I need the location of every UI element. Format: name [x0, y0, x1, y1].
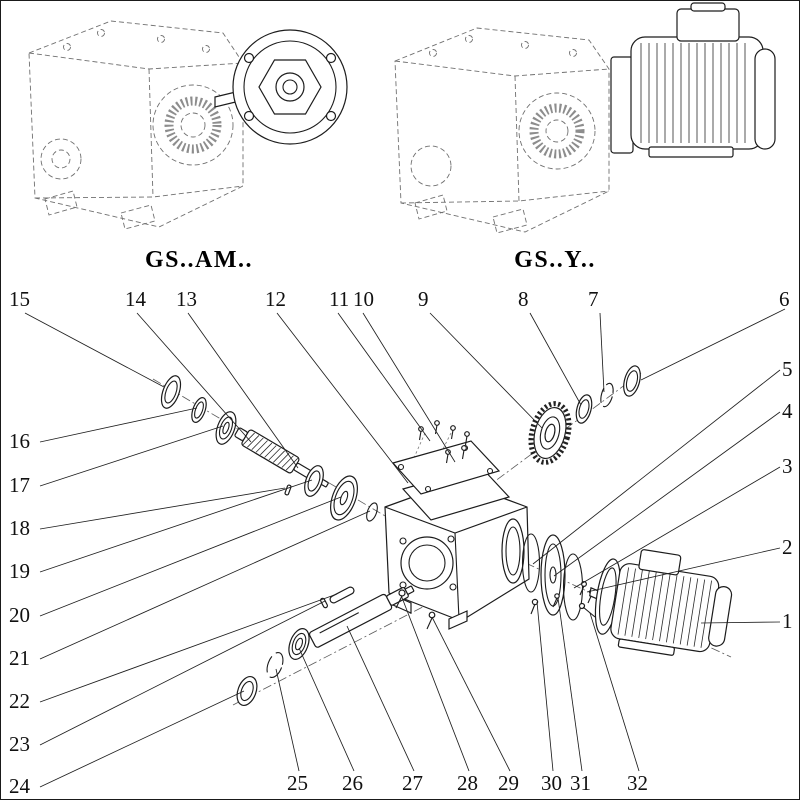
- callout-25: 25: [287, 771, 308, 795]
- gear-stack-parts: [528, 365, 641, 465]
- callout-14: 14: [125, 287, 146, 311]
- bearing: [304, 465, 324, 497]
- callout-26: 26: [342, 771, 363, 795]
- motor-exploded: [589, 549, 733, 656]
- terminal-box: [676, 8, 740, 42]
- callout-16: 16: [9, 429, 30, 453]
- callout-20: 20: [9, 603, 30, 627]
- small-ring: [366, 502, 378, 522]
- callout-6: 6: [779, 287, 790, 311]
- gearbox-sketch-am: [28, 20, 348, 230]
- callout-28: 28: [457, 771, 478, 795]
- callout-11: 11: [329, 287, 350, 311]
- callout-24: 24: [9, 774, 30, 798]
- callout-3: 3: [782, 454, 793, 478]
- terminal-box: [638, 549, 682, 576]
- bearing: [288, 628, 310, 660]
- callout-15: 15: [9, 287, 30, 311]
- output-flange: [232, 29, 348, 145]
- spacer-ring: [575, 394, 593, 424]
- top-cover-parts: [391, 420, 511, 521]
- callout-4: 4: [782, 399, 793, 423]
- callout-2: 2: [782, 535, 793, 559]
- input-shaft-parts: [160, 375, 378, 522]
- output-cover-parts: [521, 533, 596, 621]
- callout-30: 30: [541, 771, 562, 795]
- oil-seal: [160, 375, 182, 409]
- housing: [384, 480, 530, 630]
- callout-9: 9: [418, 287, 429, 311]
- pin: [284, 484, 292, 496]
- motor-rear-cap: [708, 586, 733, 647]
- callout-1: 1: [782, 609, 793, 633]
- leader-lines: [24, 308, 786, 788]
- housing-foot: [448, 610, 468, 630]
- output-shaft-parts: [236, 585, 436, 707]
- callout-21: 21: [9, 646, 30, 670]
- caption-left-variant: GS..AM..: [145, 247, 253, 273]
- callout-23: 23: [9, 732, 30, 756]
- helical-gear: [528, 401, 572, 465]
- callout-5: 5: [782, 357, 793, 381]
- pin: [320, 597, 328, 609]
- ring: [623, 365, 641, 397]
- gasket-ring: [521, 533, 541, 593]
- callout-18: 18: [9, 516, 30, 540]
- callout-27: 27: [402, 771, 423, 795]
- callout-29: 29: [498, 771, 519, 795]
- motor-sketch: [610, 2, 776, 158]
- output-shaft: [308, 585, 415, 648]
- callout-22: 22: [9, 689, 30, 713]
- callout-32: 32: [627, 771, 648, 795]
- circlip: [600, 382, 614, 408]
- key: [329, 586, 355, 604]
- washer: [236, 675, 258, 707]
- motor-rear-cap: [754, 48, 776, 150]
- circlip: [266, 652, 284, 678]
- gearbox-sketch-y: [394, 27, 610, 234]
- retaining-ring: [191, 397, 207, 423]
- callout-7: 7: [588, 287, 599, 311]
- callout-12: 12: [265, 287, 286, 311]
- callout-19: 19: [9, 559, 30, 583]
- callout-31: 31: [570, 771, 591, 795]
- screw: [428, 611, 436, 619]
- o-ring: [562, 553, 584, 621]
- callout-8: 8: [518, 287, 529, 311]
- round-cover: [540, 534, 566, 616]
- gear-disc: [330, 475, 358, 521]
- screw: [398, 589, 406, 597]
- motor-foot: [617, 638, 675, 656]
- cover-plate: [391, 440, 501, 495]
- motor-foot: [648, 146, 734, 158]
- callout-17: 17: [9, 473, 30, 497]
- callout-13: 13: [176, 287, 197, 311]
- caption-right-variant: GS..Y..: [514, 247, 596, 273]
- callout-10: 10: [353, 287, 374, 311]
